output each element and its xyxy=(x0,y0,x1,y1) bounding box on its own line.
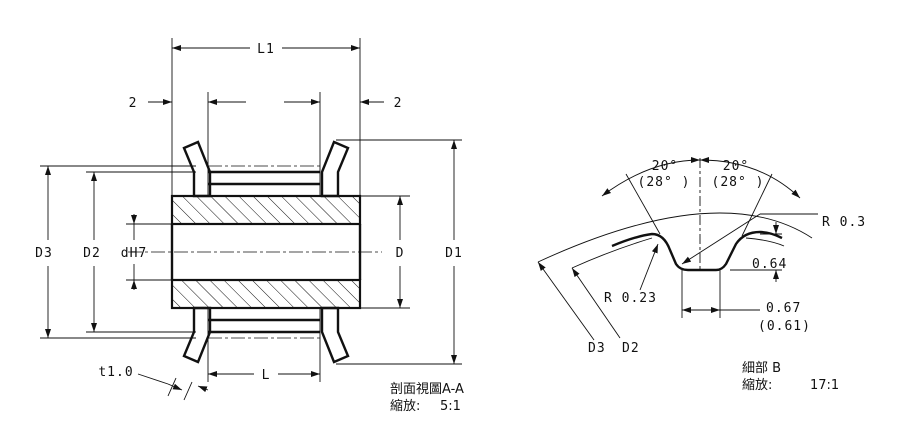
dim-L: L xyxy=(207,332,321,383)
angle-arc-right xyxy=(699,157,801,199)
detail-caption-scale-value: 17:1 xyxy=(810,378,839,393)
dim-D1: D1 xyxy=(336,139,463,365)
label-064: 0.64 xyxy=(752,257,787,272)
detail-caption-scale-label: 縮放: xyxy=(742,377,772,393)
section-caption-scale-label: 縮放: xyxy=(390,398,420,414)
dim-dH7: dH7 xyxy=(121,214,172,290)
arc-D3 xyxy=(537,212,813,263)
leader-D2 xyxy=(571,267,621,339)
leader-R023 xyxy=(639,243,659,291)
dim-2-right: 2 xyxy=(284,92,403,172)
flange-bottom-left xyxy=(182,306,212,364)
groove-profile xyxy=(611,230,783,272)
label-061: (0.61) xyxy=(758,319,811,334)
flange-bottom-right xyxy=(320,306,350,364)
label-D: D xyxy=(396,246,405,261)
label-L1: L1 xyxy=(257,42,275,57)
detail-caption-title: 細部 B xyxy=(742,361,781,376)
dim-L1: L1 xyxy=(171,38,361,196)
section-caption-scale-value: 5:1 xyxy=(440,399,461,414)
angle-left-alt-label: (28° ) xyxy=(638,175,691,190)
dim-D2: D2 xyxy=(83,171,196,333)
section-view: L1 2 2 D3 D2 xyxy=(35,38,464,414)
leader-R03 xyxy=(681,213,761,265)
label-2-left: 2 xyxy=(129,96,138,111)
angle-right-label: 20° xyxy=(723,159,749,174)
tooth-band-top xyxy=(207,165,321,196)
label-2-right: 2 xyxy=(394,96,403,111)
label-detail-D3: D3 xyxy=(588,341,606,356)
dim-2-left: 2 xyxy=(129,92,246,172)
label-067: 0.67 xyxy=(766,301,801,316)
angle-arc-left xyxy=(601,157,701,197)
angle-left-label: 20° xyxy=(652,159,678,174)
flange-top-right xyxy=(320,140,350,198)
arc-D2-right xyxy=(745,237,785,247)
label-R023: R 0.23 xyxy=(604,291,657,306)
dim-D3: D3 xyxy=(35,165,196,339)
label-t: t1.0 xyxy=(98,365,133,380)
flange-top-left xyxy=(182,140,212,198)
label-detail-D2: D2 xyxy=(622,341,640,356)
label-D2: D2 xyxy=(83,246,101,261)
detail-view: 20° (28° ) 20° (28° ) R 0.3 R 0.23 0.64 … xyxy=(537,157,866,393)
tooth-band-bottom xyxy=(207,308,321,339)
leader-D3 xyxy=(537,261,595,341)
hub-body xyxy=(170,194,362,310)
label-D1: D1 xyxy=(445,246,463,261)
label-dH7: dH7 xyxy=(121,246,147,261)
dim-D: D xyxy=(360,195,410,309)
angle-right-alt-label: (28° ) xyxy=(712,175,765,190)
dim-t: t1.0 xyxy=(98,365,209,401)
arc-D2-left xyxy=(571,237,653,269)
section-caption-title: 剖面視圖A-A xyxy=(390,382,464,397)
label-D3: D3 xyxy=(35,246,53,261)
label-R03: R 0.3 xyxy=(822,215,866,230)
label-L: L xyxy=(262,368,271,383)
